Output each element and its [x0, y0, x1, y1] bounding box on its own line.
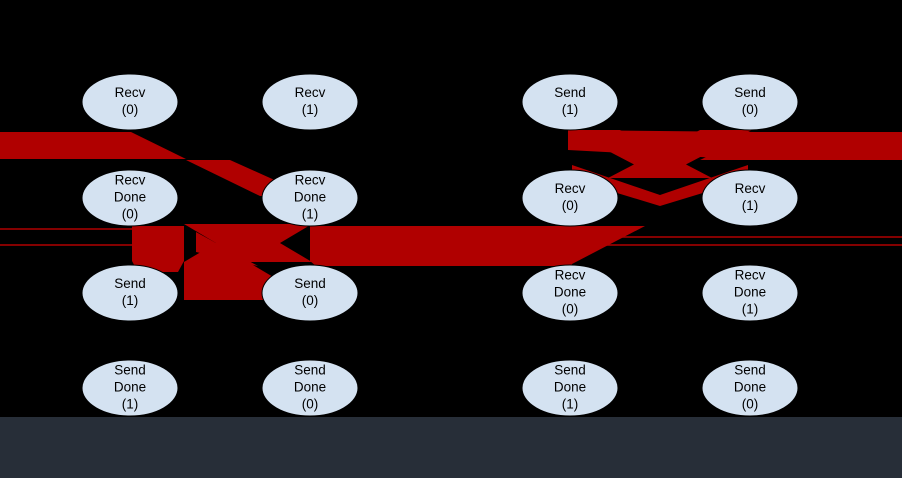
graph-node[interactable]: Recv(0)	[521, 169, 619, 227]
node-ellipse[interactable]	[521, 264, 619, 322]
node-ellipse[interactable]	[701, 264, 799, 322]
edge-cross-right-c	[608, 130, 752, 178]
node-ellipse[interactable]	[521, 73, 619, 131]
graph-node[interactable]: Send(0)	[261, 264, 359, 322]
node-ellipse[interactable]	[81, 359, 179, 417]
edge-band-col3	[522, 226, 572, 261]
node-ellipse[interactable]	[261, 73, 359, 131]
status-bar	[0, 417, 902, 478]
node-ellipse[interactable]	[521, 169, 619, 227]
node-ellipse[interactable]	[521, 359, 619, 417]
graph-node[interactable]: Send(1)	[81, 264, 179, 322]
graph-node[interactable]: Send(1)	[521, 73, 619, 131]
node-ellipse[interactable]	[701, 359, 799, 417]
node-ellipse[interactable]	[261, 264, 359, 322]
edge-band-left-mid	[132, 226, 184, 261]
edge-wedge-col3	[500, 226, 522, 261]
edge-cross-left-d	[196, 232, 258, 266]
graph-node[interactable]: Recv(0)	[81, 73, 179, 131]
graph-node[interactable]: Recv(1)	[261, 73, 359, 131]
graph-node[interactable]: Recv(1)	[701, 169, 799, 227]
edge-band-left-top	[0, 132, 131, 159]
node-ellipse[interactable]	[701, 169, 799, 227]
graph-node[interactable]: Send(0)	[701, 73, 799, 131]
node-ellipse[interactable]	[81, 264, 179, 322]
node-ellipse[interactable]	[701, 73, 799, 131]
node-ellipse[interactable]	[261, 169, 359, 227]
node-ellipse[interactable]	[81, 169, 179, 227]
node-ellipse[interactable]	[261, 359, 359, 417]
node-ellipse[interactable]	[81, 73, 179, 131]
edge-band-mid-foot	[310, 261, 572, 266]
edge-taper-left-top	[131, 132, 186, 159]
edges-layer	[0, 130, 902, 300]
edge-band-right-top	[757, 132, 902, 160]
